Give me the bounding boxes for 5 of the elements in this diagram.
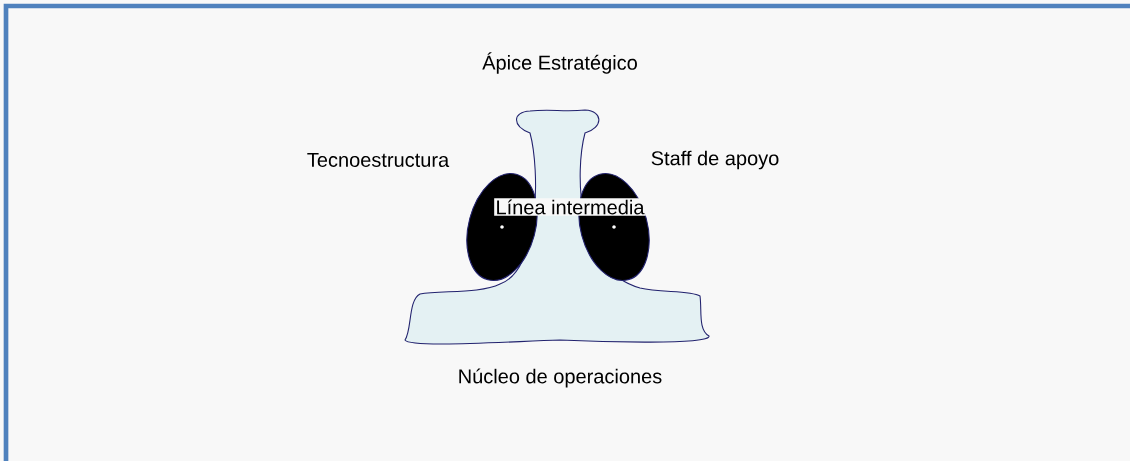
label: Tecnoestructura xyxy=(307,153,450,167)
label: Ápice Estratégico xyxy=(482,52,637,74)
label: Staff de apoyo xyxy=(651,150,779,170)
label: Núcleo de operaciones xyxy=(459,368,662,388)
label: Línea intermedia xyxy=(494,198,646,216)
